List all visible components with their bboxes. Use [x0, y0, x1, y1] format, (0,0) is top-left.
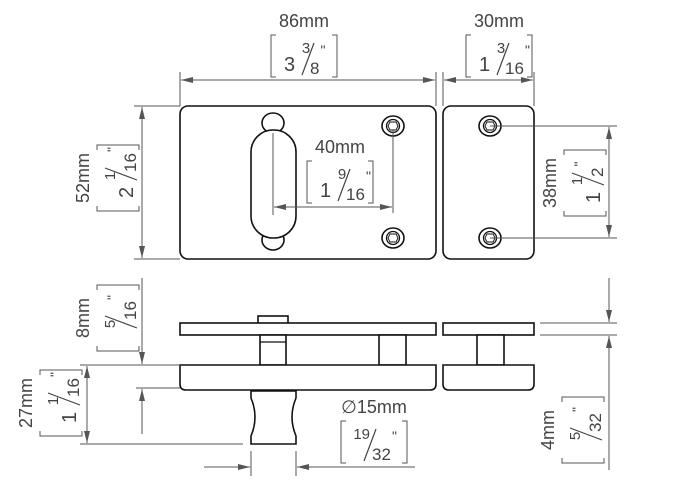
inch-denominator: 32 [586, 413, 605, 432]
inch-mark: " [571, 162, 587, 167]
inch-numerator: 1 [102, 172, 119, 180]
inch-mark: " [392, 428, 397, 444]
inch-numerator: 5 [102, 320, 119, 328]
screw-icon [381, 115, 405, 137]
mm-value: 27mm [16, 378, 36, 428]
fraction-slash [496, 42, 510, 76]
inch-numerator: 1 [569, 177, 586, 185]
inch-bracket [96, 284, 140, 352]
fraction-slash [47, 392, 81, 406]
fraction-slash [337, 168, 351, 202]
dimension-lines [80, 72, 617, 476]
inch-numerator: 1 [45, 397, 62, 405]
inch-whole: 1 [320, 180, 331, 202]
mm-value: 86mm [279, 11, 329, 31]
inch-mark: " [525, 42, 530, 58]
dimension-label-plate-thickness: 8mm 516" [73, 284, 140, 352]
inch-denominator: 16 [346, 185, 365, 204]
fraction-slash [571, 172, 605, 186]
inch-denominator: 16 [505, 59, 524, 78]
main-plate-top [179, 105, 437, 260]
inch-numerator: 19 [353, 426, 370, 443]
inch-mark: " [366, 168, 371, 184]
mm-value: ∅15mm [341, 397, 407, 417]
mm-value: 30mm [474, 11, 524, 31]
dimension-label-height: 52mm 2 116" [73, 144, 140, 212]
mm-value: 40mm [315, 137, 365, 157]
keeper-plate-side [442, 322, 535, 336]
fraction-slash [363, 428, 377, 462]
inch-whole: 1 [479, 54, 490, 76]
inch-denominator: 16 [121, 153, 140, 172]
mm-value: 38mm [540, 158, 560, 208]
top-view [179, 105, 535, 260]
inch-numerator: 3 [497, 40, 505, 57]
inch-whole: 3 [284, 54, 295, 76]
keeper-plate-top [442, 105, 535, 260]
screw-post [378, 334, 407, 366]
spindle-post [259, 334, 287, 366]
inch-numerator: 5 [567, 432, 584, 440]
dimension-label-gap: 4mm 532" [538, 396, 605, 464]
inch-bracket [270, 34, 338, 78]
main-base-side [179, 364, 437, 391]
inch-mark: " [569, 407, 585, 412]
inch-bracket [340, 420, 408, 464]
keeper-post [476, 334, 505, 366]
inch-denominator: 8 [310, 59, 319, 78]
inch-whole: 1 [59, 412, 81, 423]
inch-bracket [563, 149, 607, 217]
fraction-slash [569, 427, 603, 441]
side-view [179, 315, 535, 445]
main-plate-side [179, 322, 437, 336]
inch-whole: 2 [116, 187, 138, 198]
inch-mark: " [104, 147, 120, 152]
inch-denominator: 2 [588, 168, 607, 177]
inch-bracket [39, 369, 83, 437]
inch-bracket [306, 160, 374, 204]
inch-bracket [561, 396, 605, 464]
screw-icon [381, 227, 405, 249]
fraction-slash [104, 167, 138, 181]
inch-mark: " [104, 295, 120, 300]
mm-value: 52mm [73, 153, 93, 203]
inch-bracket [96, 144, 140, 212]
inch-mark: " [47, 372, 63, 377]
inch-bracket [465, 34, 533, 78]
inch-denominator: 16 [64, 378, 83, 397]
dimension-label-width-main: 86mm 338" [270, 11, 338, 78]
mm-value: 4mm [538, 410, 558, 450]
inch-numerator: 3 [302, 40, 310, 57]
inch-numerator: 9 [338, 166, 346, 183]
inch-denominator: 16 [121, 301, 140, 320]
fraction-slash [104, 315, 138, 329]
inch-whole: 1 [583, 192, 605, 203]
inch-mark: " [321, 42, 326, 58]
knob [250, 390, 297, 445]
keeper-base-side [442, 364, 535, 391]
mm-value: 8mm [73, 298, 93, 338]
inch-denominator: 32 [372, 445, 391, 464]
fraction-slash [301, 42, 315, 76]
